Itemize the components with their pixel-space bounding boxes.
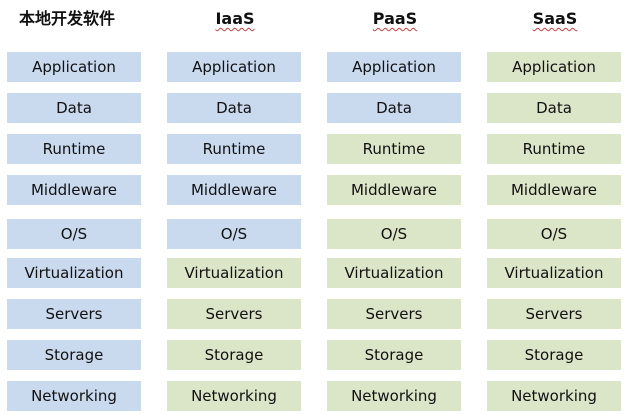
layer-application: Application bbox=[487, 52, 621, 82]
layer-virtualization: Virtualization bbox=[327, 258, 461, 288]
layer-storage: Storage bbox=[7, 340, 141, 370]
layer-os: O/S bbox=[7, 219, 141, 249]
layer-servers: Servers bbox=[7, 299, 141, 329]
column-header: 本地开发软件 bbox=[19, 9, 116, 28]
layer-servers: Servers bbox=[327, 299, 461, 329]
layer-networking: Networking bbox=[487, 381, 621, 411]
layer-middleware: Middleware bbox=[167, 175, 301, 205]
column-header-text: IaaS bbox=[215, 9, 255, 28]
layer-networking: Networking bbox=[167, 381, 301, 411]
layer-application: Application bbox=[167, 52, 301, 82]
column-header: PaaS bbox=[327, 6, 463, 32]
layer-virtualization: Virtualization bbox=[487, 258, 621, 288]
layer-application: Application bbox=[7, 52, 141, 82]
layer-data: Data bbox=[327, 93, 461, 123]
layer-networking: Networking bbox=[327, 381, 461, 411]
layer-storage: Storage bbox=[167, 340, 301, 370]
layer-os: O/S bbox=[167, 219, 301, 249]
layer-virtualization: Virtualization bbox=[167, 258, 301, 288]
column-header-text: SaaS bbox=[532, 9, 578, 28]
column-header: SaaS bbox=[487, 6, 623, 32]
layer-networking: Networking bbox=[7, 381, 141, 411]
layer-runtime: Runtime bbox=[487, 134, 621, 164]
layer-runtime: Runtime bbox=[167, 134, 301, 164]
layer-data: Data bbox=[167, 93, 301, 123]
layer-storage: Storage bbox=[327, 340, 461, 370]
layer-storage: Storage bbox=[487, 340, 621, 370]
layer-middleware: Middleware bbox=[327, 175, 461, 205]
column-header-text: PaaS bbox=[372, 9, 418, 28]
layer-runtime: Runtime bbox=[327, 134, 461, 164]
column-header: IaaS bbox=[167, 6, 303, 32]
layer-servers: Servers bbox=[487, 299, 621, 329]
layer-middleware: Middleware bbox=[487, 175, 621, 205]
layer-os: O/S bbox=[487, 219, 621, 249]
layer-runtime: Runtime bbox=[7, 134, 141, 164]
layer-application: Application bbox=[327, 52, 461, 82]
layer-os: O/S bbox=[327, 219, 461, 249]
layer-virtualization: Virtualization bbox=[7, 258, 141, 288]
layer-data: Data bbox=[487, 93, 621, 123]
layer-servers: Servers bbox=[167, 299, 301, 329]
layer-middleware: Middleware bbox=[7, 175, 141, 205]
layer-data: Data bbox=[7, 93, 141, 123]
